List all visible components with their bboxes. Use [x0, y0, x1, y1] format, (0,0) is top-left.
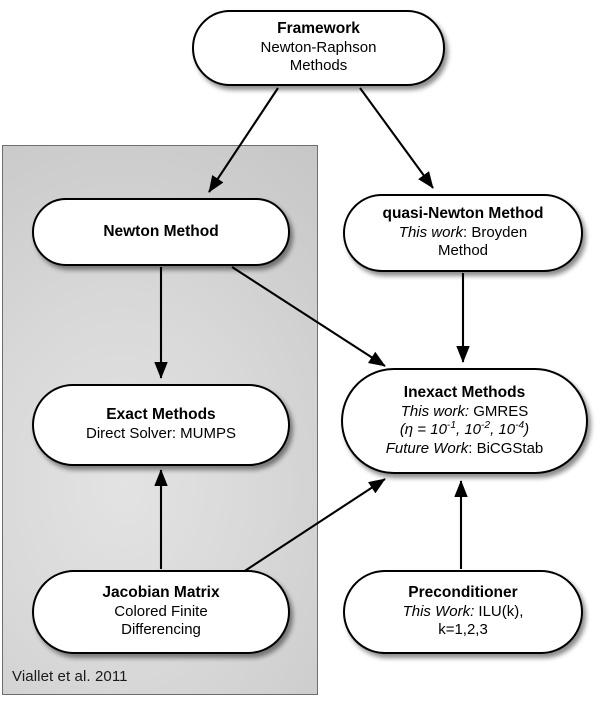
- node-framework-line2: Newton-Raphson: [260, 38, 377, 56]
- inexact-thiswork-label: This work:: [400, 402, 470, 420]
- node-inexact-methods-line2: This work: GMRES: [401, 403, 529, 422]
- inexact-futurework-label: Future Work: [385, 439, 469, 457]
- node-jacobian-matrix-line3: Differencing: [121, 621, 201, 639]
- node-preconditioner-line3: k=1,2,3: [438, 621, 488, 639]
- node-inexact-methods-line4: Future Work: BiCGStab: [386, 440, 544, 459]
- node-jacobian-matrix-line2: Colored Finite: [114, 602, 208, 620]
- quasi-newton-thiswork-label: This work: [398, 223, 463, 241]
- group-region-caption: Viallet et al. 2011: [12, 668, 128, 685]
- preconditioner-thiswork-label: This Work:: [402, 602, 475, 620]
- eta-mid-1: , 10: [455, 421, 482, 439]
- node-framework-title: Framework: [277, 19, 360, 37]
- inexact-thiswork-value: GMRES: [469, 402, 529, 420]
- node-newton-method-title: Newton Method: [103, 222, 219, 240]
- node-exact-methods-title: Exact Methods: [106, 406, 216, 424]
- eta-exponent-3: -4: [515, 420, 525, 432]
- node-inexact-methods-eta-line: (η = 10-1, 10-2, 10-4): [400, 421, 529, 440]
- preconditioner-thiswork-value: ILU(k),: [474, 602, 524, 620]
- node-quasi-newton-method-line2: This work: Broyden: [399, 224, 527, 243]
- node-newton-method[interactable]: Newton Method: [32, 198, 290, 266]
- eta-prefix: (η = 10: [399, 421, 447, 439]
- quasi-newton-thiswork-value: : Broyden: [462, 223, 528, 241]
- node-framework-line3: Methods: [289, 57, 348, 75]
- eta-exponent-2: -2: [481, 420, 491, 432]
- edge-framework-to-quasi-newton: [359, 87, 434, 189]
- node-quasi-newton-method-line3: Method: [437, 242, 489, 260]
- node-quasi-newton-method[interactable]: quasi-Newton Method This work: Broyden M…: [343, 194, 583, 272]
- node-exact-methods-line2: Direct Solver: MUMPS: [85, 425, 237, 443]
- node-preconditioner[interactable]: Preconditioner This Work: ILU(k), k=1,2,…: [343, 570, 583, 654]
- node-jacobian-matrix-title: Jacobian Matrix: [102, 583, 220, 601]
- eta-suffix: ): [524, 421, 530, 439]
- node-preconditioner-title: Preconditioner: [408, 583, 518, 601]
- inexact-futurework-value: : BiCGStab: [468, 439, 544, 457]
- eta-exponent-1: -1: [446, 420, 456, 432]
- node-inexact-methods[interactable]: Inexact Methods This work: GMRES (η = 10…: [341, 368, 588, 474]
- node-jacobian-matrix[interactable]: Jacobian Matrix Colored Finite Differenc…: [32, 570, 290, 654]
- node-framework[interactable]: Framework Newton-Raphson Methods: [192, 10, 445, 86]
- node-exact-methods[interactable]: Exact Methods Direct Solver: MUMPS: [32, 384, 290, 466]
- eta-mid-2: , 10: [490, 421, 516, 439]
- node-inexact-methods-title: Inexact Methods: [403, 383, 526, 401]
- node-quasi-newton-method-title: quasi-Newton Method: [382, 204, 544, 222]
- node-preconditioner-line2: This Work: ILU(k),: [403, 603, 524, 622]
